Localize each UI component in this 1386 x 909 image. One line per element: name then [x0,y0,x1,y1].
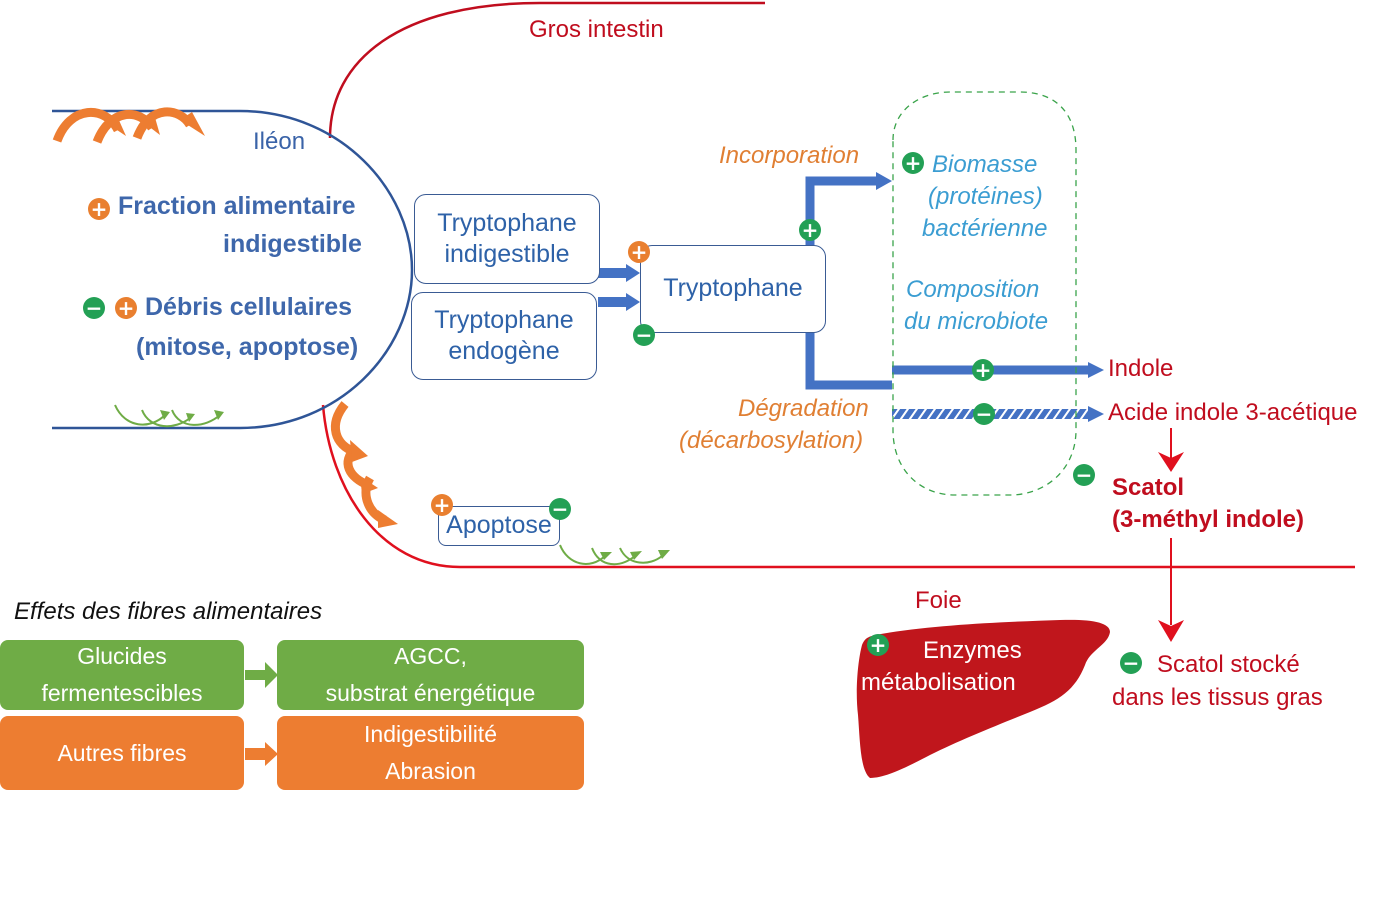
plus-badge-incorporation: + [799,219,821,241]
green-arrows-ileum [114,404,221,428]
box-tryptophane-endogenous: Tryptophane endogène [411,292,597,380]
liver-enzymes-line1: Enzymes [923,637,1022,664]
plus-badge-apoptosis: + [431,494,453,516]
liver-shape [856,619,1110,778]
incorporation-label: Incorporation [719,142,860,169]
legend-title: Effets des fibres alimentaires [14,598,323,625]
liver-enzymes-line2: métabolisation [861,669,1016,696]
orange-motility-arrows-colon [331,401,387,525]
large-intestine-label: Gros intestin [529,16,664,43]
plus-badge-indole: + [972,359,994,381]
orange-motility-arrows-ileum [52,107,194,144]
skatole-label-line1: Scatol [1112,474,1185,501]
box-line: Tryptophane [663,274,803,303]
box-line: Tryptophane [437,208,577,237]
storage-label-line1: Scatol stocké [1157,651,1300,678]
plus-badge-debris: + [115,297,137,319]
iaa-label: Acide indole 3-acétique [1108,399,1358,426]
plus-badge-tryptophane-input: + [628,241,650,263]
box-line: Apoptose [446,511,552,540]
storage-label-line2: dans les tissus gras [1112,684,1323,711]
minus-badge-skatole: − [1073,464,1095,486]
biomass-label-line2: (protéines) [928,183,1043,210]
legend-line: Abrasion [385,758,476,784]
large-intestine-wall-bottom [321,404,1355,569]
legend-fermentable-carbs: Glucides fermentescibles [0,640,244,710]
legend-scfa: AGCC, substrat énergétique [277,640,584,710]
arrow-incorporation [805,176,878,245]
box-tryptophane-central: Tryptophane [640,245,826,333]
legend-other-fibres: Autres fibres [0,716,244,790]
green-arrows-apoptosis [559,544,663,566]
arrow-degradation [805,332,892,390]
plus-badge-biomass: + [902,152,924,174]
legend-line: Autres fibres [57,739,187,766]
legend-arrow-orange [245,742,278,766]
ileum-wall [52,109,414,430]
legend-line: substrat énergétique [325,680,536,706]
biomass-label-line3: bactérienne [922,215,1048,242]
biomass-label-line1: Biomasse [932,151,1038,178]
plus-badge-fraction: + [88,198,110,220]
degradation-label-line1: Dégradation [738,395,869,422]
orange-arrowheads-ileum [108,112,205,136]
minus-badge-iaa: − [973,403,995,425]
legend-arrow-green [245,662,278,688]
ileum-label: Iléon [253,128,306,155]
box-line: indigestible [444,240,570,268]
degradation-label-line2: (décarbosylation) [679,427,864,454]
box-tryptophane-indigestible: Tryptophane indigestible [414,194,600,284]
liver-label: Foie [915,587,962,614]
legend-line: AGCC, [394,643,467,670]
legend-line: fermentescibles [41,680,203,706]
debris-label-line2: (mitose, apoptose) [136,333,359,361]
box-line: Tryptophane [434,305,574,334]
plus-badge-liver: + [867,634,889,656]
minus-badge-debris: − [83,297,105,319]
legend-line: Glucides [77,643,167,670]
skatole-label-line2: (3-méthyl indole) [1112,506,1305,533]
fraction-label-line1: Fraction alimentaire [118,192,356,220]
minus-badge-tryptophane-input: − [633,324,655,346]
fraction-label-line2: indigestible [223,230,362,258]
minus-badge-apoptosis: − [549,498,571,520]
box-apoptosis: Apoptose [438,506,560,546]
indole-label: Indole [1108,355,1174,382]
minus-badge-storage: − [1120,652,1142,674]
box-line: endogène [448,337,560,365]
microbiota-dashed-region [892,91,1077,496]
composition-label-line1: Composition [906,276,1040,303]
debris-label-line1: Débris cellulaires [145,293,353,321]
composition-label-line2: du microbiote [904,308,1049,335]
large-intestine-wall-top [328,1,765,139]
legend-line: Indigestibilité [364,721,497,748]
